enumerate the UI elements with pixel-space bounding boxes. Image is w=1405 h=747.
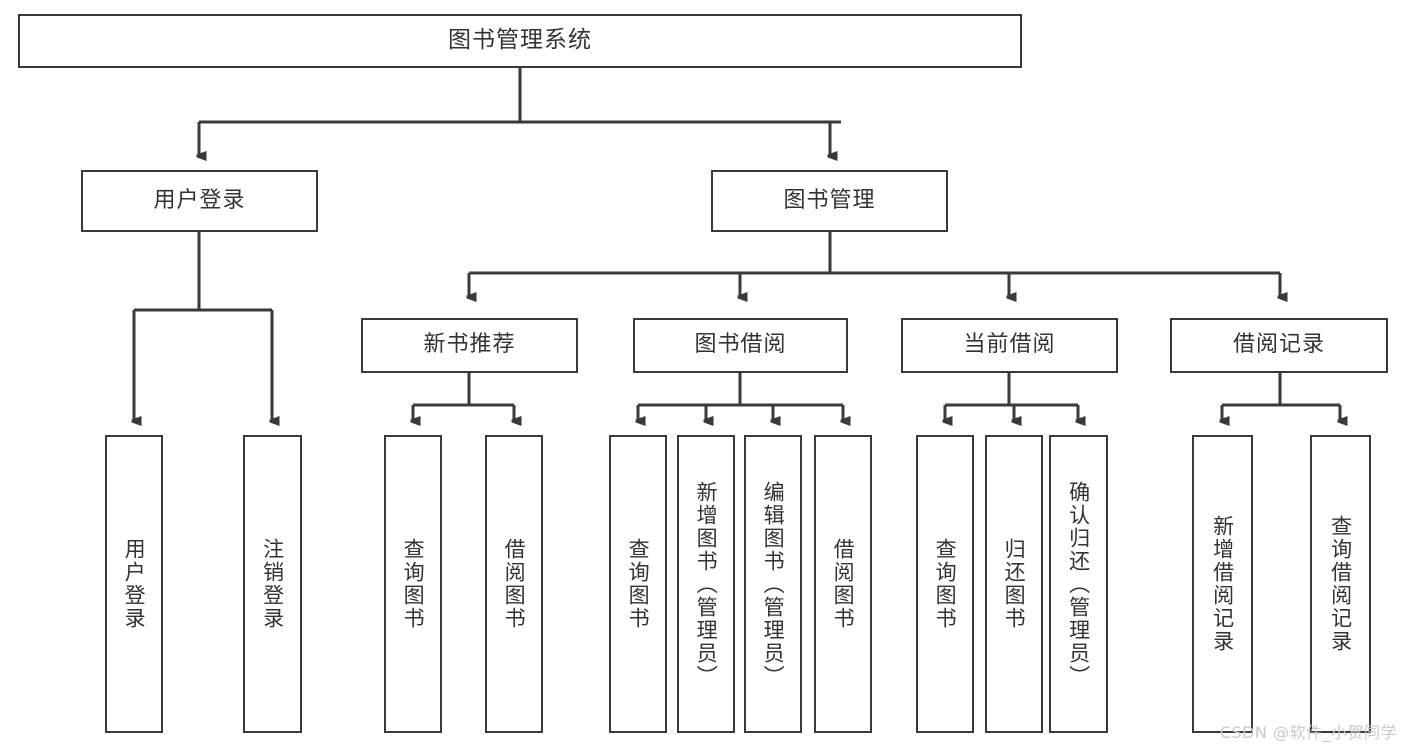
- leaf-query-book-borrow[interactable]: 查询图书: [609, 435, 667, 733]
- leaf-confirm-return[interactable]: 确认归还（管理员）: [1049, 435, 1108, 733]
- leaf-query-book-current[interactable]: 查询图书: [916, 435, 974, 733]
- leaf-return-book[interactable]: 归还图书: [985, 435, 1043, 733]
- node-root[interactable]: 图书管理系统: [18, 14, 1022, 68]
- leaf-logout-login[interactable]: 注销登录: [243, 435, 302, 733]
- node-current-borrow[interactable]: 当前借阅: [901, 318, 1118, 373]
- leaf-edit-book[interactable]: 编辑图书（管理员）: [744, 435, 802, 733]
- node-user-login[interactable]: 用户登录: [81, 170, 318, 232]
- leaf-borrow-book-recommend[interactable]: 借阅图书: [485, 435, 543, 733]
- node-borrow-record[interactable]: 借阅记录: [1170, 318, 1388, 373]
- leaf-borrow-book[interactable]: 借阅图书: [814, 435, 872, 733]
- csdn-watermark: CSDN @软件_小贺同学: [1219, 723, 1397, 742]
- leaf-add-book[interactable]: 新增图书（管理员）: [677, 435, 735, 733]
- leaf-add-borrow-record[interactable]: 新增借阅记录: [1192, 435, 1253, 733]
- node-book-borrow[interactable]: 图书借阅: [633, 318, 848, 373]
- leaf-query-borrow-record[interactable]: 查询借阅记录: [1310, 435, 1371, 733]
- leaf-query-book-recommend[interactable]: 查询图书: [384, 435, 442, 733]
- node-book-management[interactable]: 图书管理: [711, 170, 948, 232]
- node-new-book-recommend[interactable]: 新书推荐: [361, 318, 578, 373]
- leaf-user-login[interactable]: 用户登录: [105, 435, 163, 733]
